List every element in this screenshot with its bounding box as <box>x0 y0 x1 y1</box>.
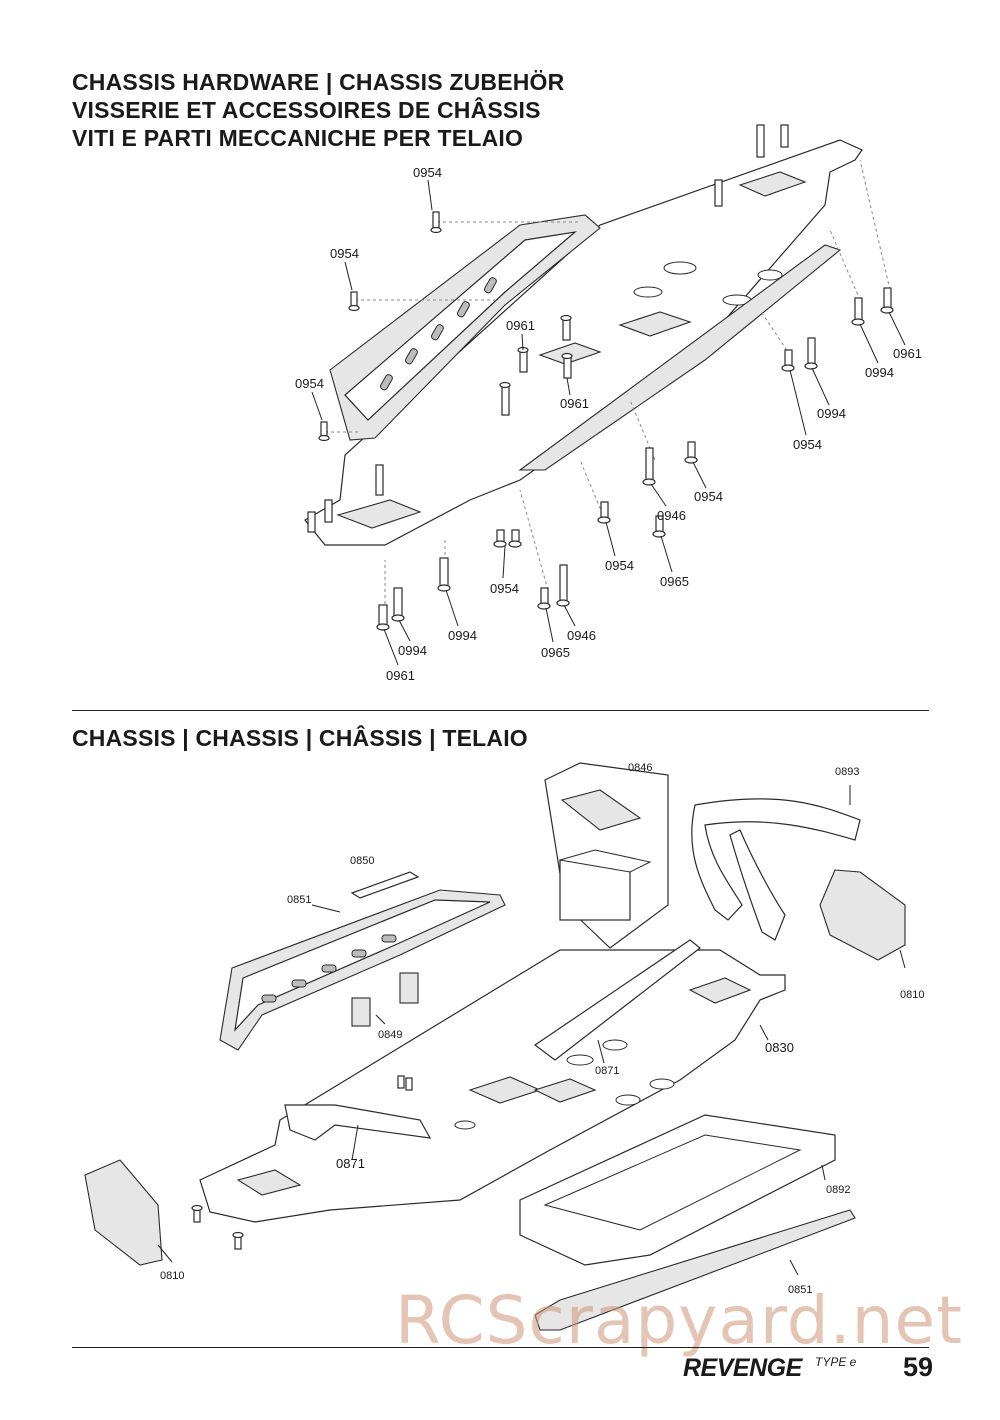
watermark: RCScrapyard.net <box>395 1282 963 1359</box>
callout-label: 0946 <box>567 628 596 643</box>
callout-label: 0850 <box>350 855 374 867</box>
callout-label: 0954 <box>694 489 723 504</box>
side-guard-upper <box>219 889 506 1051</box>
page-number: 59 <box>903 1352 934 1382</box>
callout-label: 0849 <box>378 1029 402 1041</box>
guard-slot <box>261 994 277 1003</box>
callout-label: 0965 <box>660 574 689 589</box>
plate-cutout <box>738 171 807 197</box>
callout-label: 0994 <box>448 628 477 643</box>
callout-label: 0893 <box>835 766 859 778</box>
battery-tray-floor <box>543 1134 802 1231</box>
screw-set <box>191 1075 413 1250</box>
esc-box-lid <box>560 789 642 831</box>
callout-label: 0954 <box>490 581 519 596</box>
callout-label: 0994 <box>865 365 894 380</box>
callout-label: 0961 <box>386 668 415 683</box>
brand-logo-subtitle: TYPE e <box>815 1355 857 1369</box>
bumper-right <box>819 869 906 961</box>
bracket-0849 <box>399 972 419 1004</box>
callout-label: 0954 <box>605 558 634 573</box>
bumper-left <box>84 1159 163 1266</box>
plate-slot <box>454 1120 476 1130</box>
callout-label: 0954 <box>330 246 359 261</box>
callout-label: 0946 <box>657 508 686 523</box>
heading-line: CHASSIS HARDWARE | CHASSIS ZUBEHÖR <box>72 69 565 95</box>
callout-label: 0954 <box>295 376 324 391</box>
esc-box-top <box>559 849 652 873</box>
link-0871-lower <box>284 1104 432 1141</box>
heading-line: VISSERIE ET ACCESSOIRES DE CHÂSSIS <box>72 97 541 123</box>
plate-slot <box>615 1094 641 1106</box>
footer-divider <box>72 1347 929 1348</box>
link-0871-upper <box>533 939 701 1061</box>
guard-slot <box>457 301 470 318</box>
callout-label: 0994 <box>817 406 846 421</box>
callout-label: 0851 <box>287 894 311 906</box>
guard-slot <box>431 324 444 341</box>
callout-label: 0965 <box>541 645 570 660</box>
callout-label: 0961 <box>506 318 535 333</box>
callout-label: 0871 <box>595 1065 619 1077</box>
plate-cutout <box>336 499 422 529</box>
guard-slot <box>291 979 307 988</box>
heading-line: VITI E PARTI MECCANICHE PER TELAIO <box>72 125 524 151</box>
guard-slot <box>380 374 393 391</box>
screw-set <box>307 124 894 631</box>
plate-slot <box>757 269 783 281</box>
section-heading-chassis-hardware: CHASSIS HARDWARE | CHASSIS ZUBEHÖR VISSE… <box>72 68 564 152</box>
plate-cutout <box>533 1078 597 1103</box>
plate-cutout <box>236 1169 302 1196</box>
side-guard-right <box>518 244 842 471</box>
plate-slot <box>633 286 663 298</box>
plate-cutout <box>618 311 692 337</box>
battery-strap <box>729 829 786 941</box>
callout-label: 0846 <box>628 762 652 774</box>
callout-label: 0830 <box>765 1040 794 1055</box>
side-guard-upper-rail <box>234 899 491 1032</box>
plate-slot <box>649 1078 675 1090</box>
guard-slot <box>484 277 497 294</box>
guard-slot <box>405 348 418 365</box>
battery-strap <box>691 798 861 921</box>
callout-label: 0994 <box>398 643 427 658</box>
plate-slot <box>602 1039 628 1051</box>
brand-logo: REVENGE <box>683 1354 802 1382</box>
section-heading-chassis: CHASSIS | CHASSIS | CHÂSSIS | TELAIO <box>72 725 528 751</box>
chassis-hardware-diagram: 0954 0954 0954 0961 0961 0961 0994 0994 … <box>295 124 922 683</box>
plate-0850 <box>350 871 420 899</box>
callout-label: 0954 <box>413 165 442 180</box>
chassis-exploded-diagram: 0846 0893 0850 0851 0849 0810 0830 0871 … <box>84 762 924 1331</box>
callout-label: 0810 <box>900 989 924 1001</box>
side-guard-left-rail <box>344 231 578 421</box>
callout-label: 0954 <box>793 437 822 452</box>
plate-slot <box>566 1054 594 1066</box>
guard-slot <box>381 934 397 943</box>
callout-label: 0961 <box>560 396 589 411</box>
section-divider <box>72 710 929 711</box>
side-guard-lower <box>534 1209 856 1331</box>
callout-label: 0961 <box>893 346 922 361</box>
callout-label: 0810 <box>160 1270 184 1282</box>
plate-cutout <box>688 977 752 1004</box>
plate-slot <box>663 261 697 275</box>
callout-label: 0851 <box>788 1284 812 1296</box>
guard-slot <box>321 964 337 973</box>
guard-slot <box>351 949 367 958</box>
callout-label: 0892 <box>826 1184 850 1196</box>
callout-label: 0871 <box>336 1156 365 1171</box>
bracket-0849 <box>351 997 371 1027</box>
